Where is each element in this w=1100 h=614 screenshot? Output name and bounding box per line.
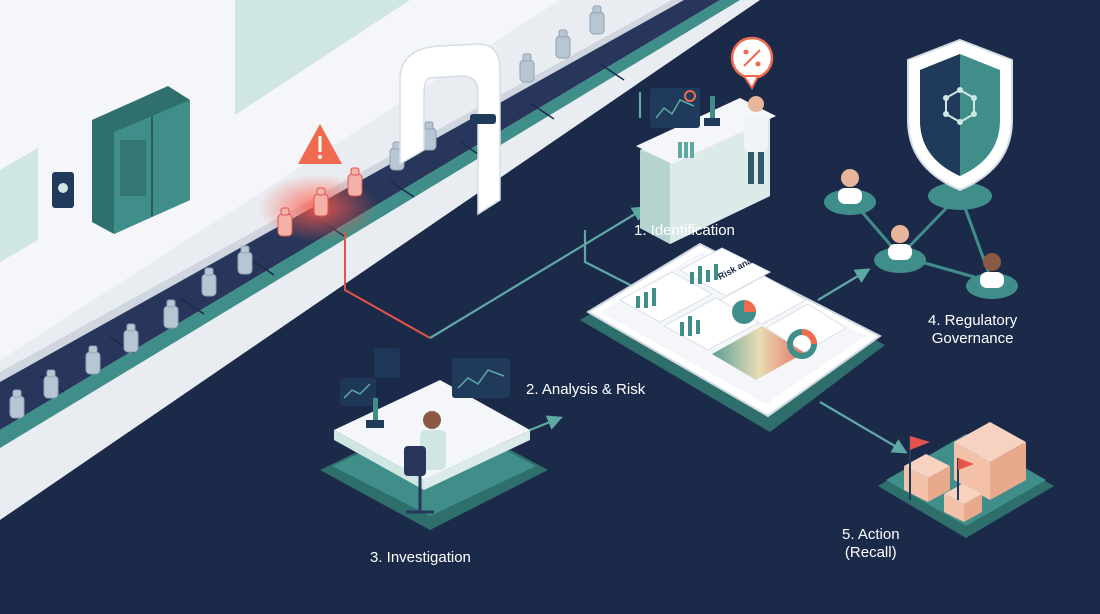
- vial: [555, 29, 571, 59]
- network-node: [824, 169, 876, 215]
- vial: [163, 299, 179, 329]
- recall-station: [878, 422, 1054, 538]
- step-action-label: 5. Action (Recall): [842, 526, 900, 561]
- recall-box: [954, 422, 1026, 500]
- governance-network: [824, 38, 1018, 299]
- analysis-dashboard: Risk analytics: [580, 242, 885, 432]
- alert-signal-line: [344, 232, 431, 339]
- flow-arrows: [429, 92, 908, 454]
- inspection-gate: [399, 43, 501, 216]
- recall-box: [944, 484, 982, 522]
- step-analysis-label: 2. Analysis & Risk: [526, 381, 646, 398]
- network-shield-icon: [907, 38, 1013, 210]
- defect-zone: [258, 124, 378, 242]
- network-node: [874, 225, 926, 273]
- step-governance-label: 4. Regulatory Governance: [928, 312, 1018, 347]
- recall-flag-icon: [909, 436, 974, 500]
- investigation-station: [320, 348, 548, 530]
- step-identification-label: 1. Identification: [634, 222, 735, 239]
- step-investigation-label: 3. Investigation: [370, 549, 471, 566]
- vial: [519, 53, 535, 83]
- warning-triangle-icon: [298, 124, 342, 164]
- vial: [201, 267, 217, 297]
- factory-cabinet: [92, 86, 190, 234]
- vial: [43, 369, 59, 399]
- network-node: [966, 253, 1018, 299]
- identification-lab: [636, 36, 776, 244]
- vial: [85, 345, 101, 375]
- vial: [589, 5, 605, 35]
- vial: [123, 323, 139, 353]
- percent-bubble-icon: [730, 36, 774, 90]
- vial-row: [9, 5, 605, 419]
- vial: [237, 245, 253, 275]
- vial: [9, 389, 25, 419]
